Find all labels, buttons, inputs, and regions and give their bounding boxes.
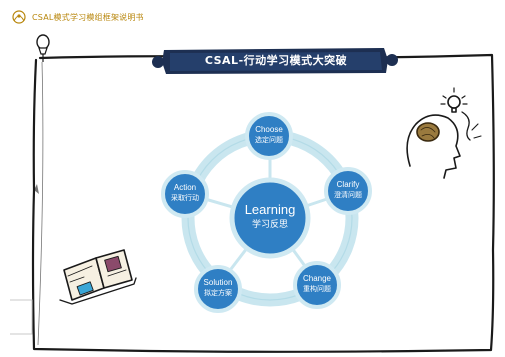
node-solution-zh: 拟定方案	[203, 289, 232, 297]
node-action-en: Action	[173, 183, 197, 192]
node-solution	[194, 265, 242, 313]
node-clarify-en: Clarify	[336, 180, 360, 189]
node-action-zh: 采取行动	[171, 194, 199, 202]
node-change	[293, 261, 341, 309]
title-banner-shape	[152, 48, 398, 74]
node-label-change: Change 重构问题	[303, 274, 331, 294]
node-solution-en: Solution	[203, 278, 233, 287]
node-label-solution: Solution 拟定方案	[204, 278, 233, 298]
node-change-zh: 重构问题	[303, 285, 331, 293]
pushpin-icon	[36, 34, 50, 62]
node-label-choose: Choose 选定问题	[255, 125, 283, 145]
open-book-icon	[59, 249, 137, 305]
center-node	[229, 177, 311, 259]
node-choose	[245, 112, 293, 160]
header-text: CSAL模式学习模组框架说明书	[32, 12, 144, 22]
school-logo-icon	[12, 10, 26, 24]
header: CSAL模式学习模组框架说明书	[10, 8, 144, 26]
node-change-en: Change	[302, 274, 332, 283]
center-label-zh: 学习反思	[251, 220, 289, 230]
node-action	[161, 170, 209, 218]
center-label: Learning 学习反思	[245, 202, 296, 232]
node-clarify-zh: 澄清问题	[334, 191, 362, 199]
title-banner: CSAL-行动学习模式大突破	[162, 48, 390, 72]
node-choose-en: Choose	[255, 125, 283, 134]
node-clarify	[324, 167, 372, 215]
lightbulb-head-icon	[406, 87, 482, 179]
node-choose-zh: 选定问题	[255, 136, 283, 144]
node-label-clarify: Clarify 澄清问题	[334, 180, 362, 200]
node-label-action: Action 采取行动	[171, 183, 199, 203]
center-label-en: Learning	[244, 202, 296, 217]
page-title: CSAL-行动学习模式大突破	[204, 54, 348, 67]
